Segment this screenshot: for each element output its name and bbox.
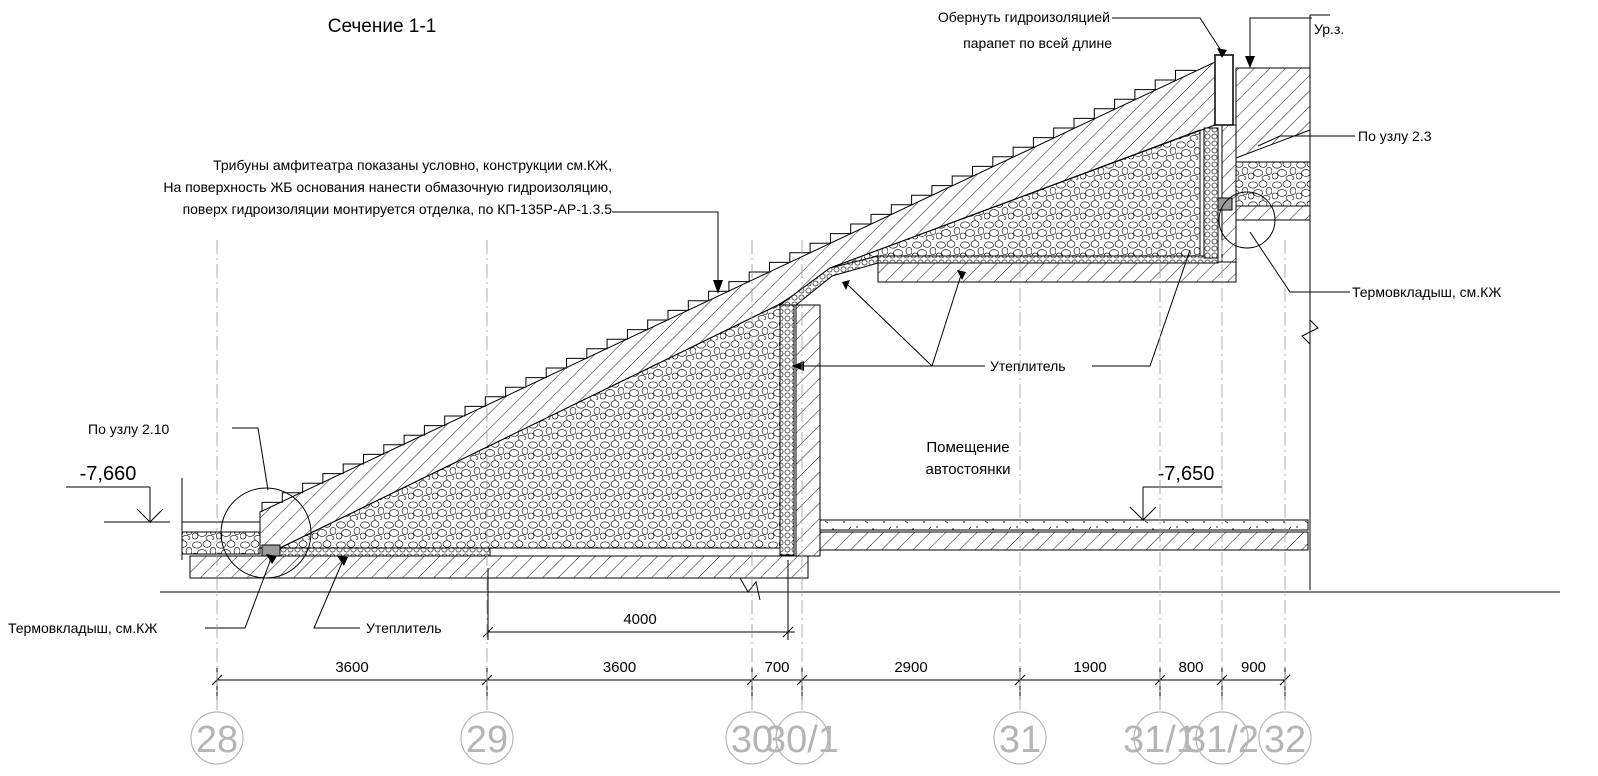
insulation-wall [779,304,795,556]
axis-bubble [190,711,244,765]
thermal-insert-right [1217,197,1233,211]
axis-label: 29 [466,719,508,761]
level-mark-left: -7,660 [66,463,170,524]
axis-label: 31 [999,719,1041,761]
tribune-note-line-2: На поверхность ЖБ основания нанести обма… [163,179,612,195]
dimension-span-value: 3600 [603,659,636,676]
insulation-incline [778,255,879,306]
tribune-steps-outline [261,69,1196,512]
node-2-10-label: По узлу 2.10 [88,421,170,437]
tribune-steps [261,69,1196,512]
node-circle-right [1218,191,1276,249]
axis-bubble [460,711,514,765]
axis-label: 30/1 [765,719,839,761]
edge-lines [160,14,1560,601]
ground-level-label: Ур.з. [1314,21,1344,37]
level-mark-right: -7,650 [1129,463,1222,522]
axis-label: 31/1 [1123,719,1197,761]
insulation-bottom [279,547,491,557]
leader-arrows [266,48,1255,566]
dimension-chain: 3600 3600 700 2900 1900 800 900 [211,659,1291,700]
parking-topping [819,519,1309,531]
leader-lines [205,17,1355,629]
insulation-bottom-label: Утеплитель [366,620,442,636]
level-left-value: -7,660 [80,463,137,485]
dimension-span-value: 900 [1241,659,1266,676]
overall-dimension-value: 4000 [623,611,656,628]
room-name-line-2: автостоянки [926,461,1011,478]
dimension-span-value: 1900 [1073,659,1106,676]
insulation-upper-slab [877,255,1219,264]
axis-label: 28 [196,719,238,761]
room-name-line-1: Помещение [926,439,1009,456]
section-title: Сечение 1-1 [328,16,437,37]
tribune-note: Трибуны амфитеатра показаны условно, кон… [163,157,612,217]
dimension-span-value: 3600 [335,659,368,676]
axis-bubble [1195,711,1249,765]
waterproof-note-line-2: парапет по всей длине [963,35,1112,51]
wall-30-1 [795,304,821,557]
axis-label: 31/2 [1185,719,1259,761]
waterproof-note-line-1: Обернуть гидроизоляцией [938,9,1110,25]
axis-bubble [1133,711,1187,765]
parapet [1214,54,1234,126]
axis-bubble [1258,711,1312,765]
axis-bubble [993,711,1047,765]
dimension-span-value: 800 [1178,659,1203,676]
thermal-insert-left [261,544,281,557]
right-gravel-layer [1235,161,1311,207]
parking-slab [819,531,1309,551]
thermal-insert-left-label: Термовкладыш, см.КЖ [8,620,157,636]
right-slab [1235,205,1311,221]
overall-dimension [482,560,795,640]
top-soil-block [1235,67,1311,159]
tribune-note-line-3: поверх гидроизоляции монтируется отделка… [183,201,613,217]
node-2-3-label: По узлу 2.3 [1358,128,1432,144]
dimension-span-value: 2900 [894,659,927,676]
axis-label: 32 [1264,719,1306,761]
axis-label: 30 [731,719,773,761]
dimension-span-value: 700 [764,659,789,676]
insulation-right-label: Утеплитель [990,358,1066,374]
level-right-value: -7,650 [1158,463,1215,485]
node-circle-left [220,487,312,579]
tribune-note-line-1: Трибуны амфитеатра показаны условно, кон… [213,157,612,173]
axis-bubble [775,711,829,765]
insulation-right-wall [1203,127,1219,259]
thermal-insert-right-label: Термовкладыш, см.КЖ [1352,284,1501,300]
amphitheater-structure [181,54,1311,579]
